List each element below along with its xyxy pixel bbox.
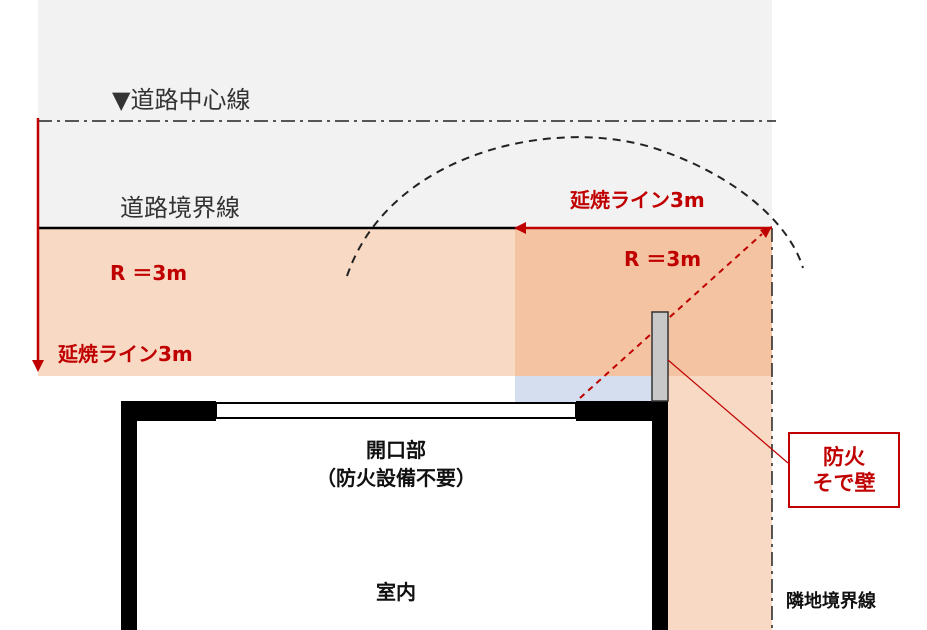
spread-zone-overlap [515,228,772,376]
radius-arc [346,136,804,277]
sleeve-wall-callout: 防火 そで壁 [788,432,900,508]
radius-left-label: R ＝3m [110,261,188,285]
building-wall-right [652,401,668,630]
sleeve-wall [651,311,669,402]
radius-right-label: R ＝3m [624,247,702,271]
opening-label-line2: （防火設備不要） [316,466,476,490]
radius-line-head [760,226,772,238]
radius-line [579,233,763,399]
spread-line-right-label: 延焼ライン3m [570,188,705,212]
indoor-label: 室内 [376,580,416,604]
building-wall-left [121,401,137,630]
neighbor-boundary-line-label: 隣地境界線 [786,591,876,612]
opening-window [215,402,577,419]
opening-label-line1: 開口部 [366,438,426,462]
opening-label: 開口部 （防火設備不要） [296,440,496,488]
spread-line-left-label: 延焼ライン3m [58,342,193,366]
callout-line1: 防火 [823,444,865,469]
road-area [38,0,772,228]
building-wall-top-right [576,401,668,421]
road-center-line-label: ▼道路中心線 [112,86,251,114]
spread-arrow-left-head [32,360,44,372]
callout-line2: そで壁 [812,471,876,495]
road-boundary-line-label: 道路境界線 [120,194,240,222]
callout-leader [667,359,789,464]
building-wall-top-left [121,401,216,421]
blue-zone [515,376,652,402]
spread-arrow-right-head [514,222,526,234]
